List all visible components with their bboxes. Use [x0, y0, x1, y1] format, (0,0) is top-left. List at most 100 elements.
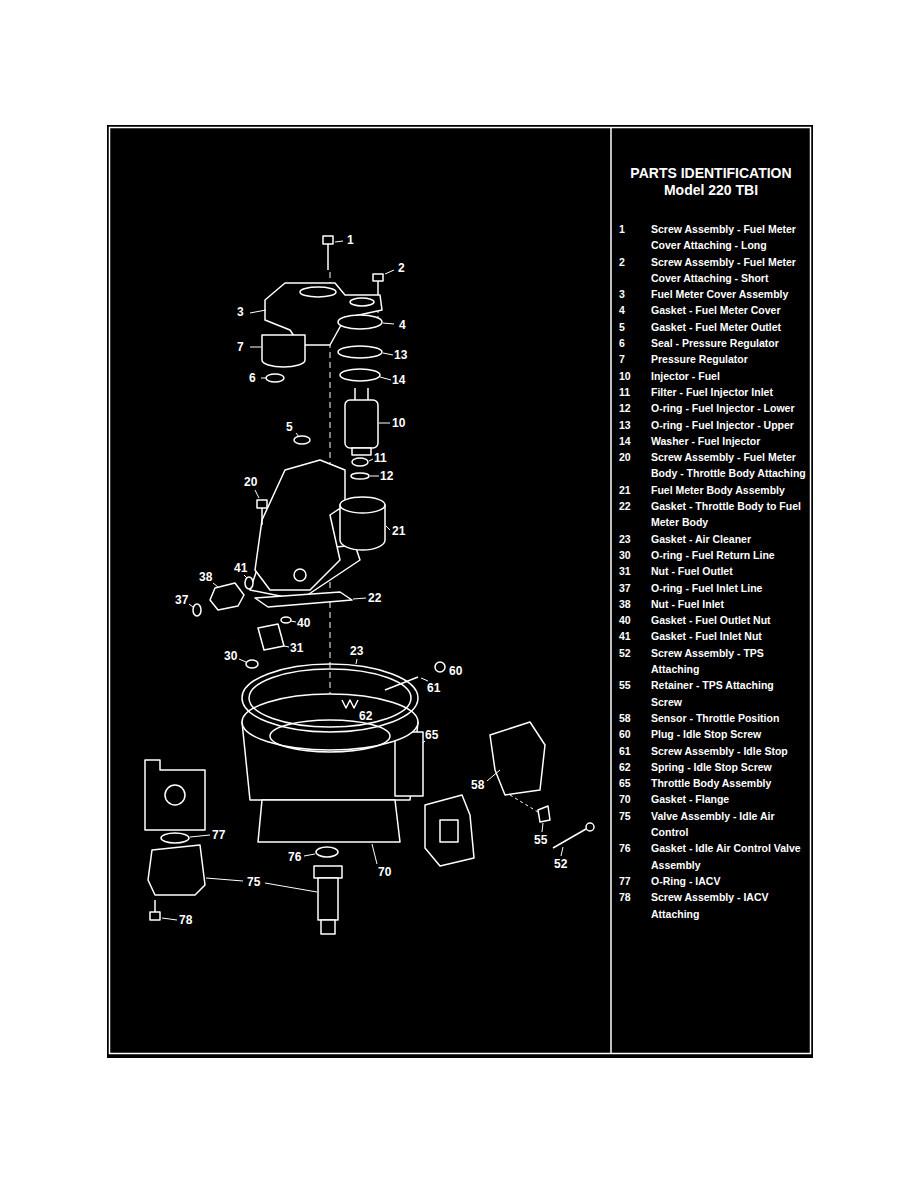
- idle-air-control-valve: [318, 878, 338, 920]
- leader-line: [261, 378, 266, 379]
- list-number: 52: [619, 645, 631, 661]
- list-number: 3: [619, 286, 625, 302]
- air-cleaner-gasket: [249, 669, 411, 727]
- part-name: O-ring - Fuel Inlet Line: [651, 580, 807, 596]
- part-name: Screw Assembly - Fuel Meter Cover Attach…: [651, 254, 807, 287]
- part-name: Gasket - Air Cleaner: [651, 531, 807, 547]
- pressure-regulator: [262, 335, 305, 367]
- part-name: Gasket - Flange: [651, 791, 807, 807]
- retainer: [538, 806, 550, 822]
- list-number: 12: [619, 400, 631, 416]
- gasket: [338, 315, 382, 329]
- list-number: 21: [619, 482, 631, 498]
- callout-number: 62: [359, 709, 372, 723]
- list-number: 10: [619, 368, 631, 384]
- outlet-nut: [258, 624, 284, 650]
- list-number: 22: [619, 498, 631, 514]
- callout-number: 23: [350, 644, 363, 658]
- part-name: O-Ring - IACV: [651, 873, 807, 889]
- panel-divider: [610, 128, 612, 1053]
- spring: [342, 700, 358, 708]
- callout-number: 12: [380, 469, 393, 483]
- list-number: 38: [619, 596, 631, 612]
- o-ring: [193, 604, 201, 616]
- part-name: O-ring - Fuel Injector - Lower: [651, 400, 807, 416]
- o-ring: [161, 833, 189, 843]
- part-name: Pressure Regulator: [651, 351, 807, 367]
- center-line: [510, 795, 538, 812]
- leader-line: [370, 476, 379, 477]
- gasket: [294, 436, 310, 444]
- callout-number: 1: [347, 233, 354, 247]
- list-number: 14: [619, 433, 631, 449]
- screw-shaft: [553, 829, 586, 848]
- part-name: Gasket - Fuel Meter Outlet: [651, 319, 807, 335]
- list-number: 70: [619, 791, 631, 807]
- screw-shaft: [327, 244, 329, 270]
- part-name: Gasket - Fuel Meter Cover: [651, 302, 807, 318]
- callout-number: 61: [427, 681, 440, 695]
- leader-line: [239, 659, 246, 662]
- leader-line: [561, 847, 563, 856]
- callout-number: 65: [425, 728, 438, 742]
- leader-line: [383, 323, 394, 324]
- list-number: 55: [619, 677, 631, 693]
- leader-line: [213, 583, 218, 587]
- leader-line: [353, 598, 366, 599]
- list-number: 23: [619, 531, 631, 547]
- panel-ground: [107, 125, 813, 1058]
- list-number: 62: [619, 759, 631, 775]
- leader-line: [487, 770, 500, 781]
- leader-line: [304, 854, 315, 856]
- panel-frame: [110, 128, 811, 1054]
- list-number: 7: [619, 351, 625, 367]
- part-name: Screw Assembly - Fuel Meter Cover Attach…: [651, 221, 807, 254]
- leader-line: [162, 918, 177, 920]
- inlet-nut: [210, 583, 244, 610]
- leader-line: [386, 526, 390, 530]
- injector-terminal: [367, 388, 369, 400]
- part-name: Nut - Fuel Inlet: [651, 596, 807, 612]
- list-number: 40: [619, 612, 631, 628]
- part-name: O-ring - Fuel Injector - Upper: [651, 417, 807, 433]
- callout-number: 7: [237, 340, 244, 354]
- list-number: 60: [619, 726, 631, 742]
- callout-number: 21: [392, 524, 405, 538]
- regulator-seal: [266, 374, 284, 382]
- list-number: 4: [619, 302, 625, 318]
- leader-line: [250, 310, 266, 313]
- part-name: Sensor - Throttle Position: [651, 710, 807, 726]
- leader-line: [385, 270, 394, 274]
- screw-head: [586, 823, 594, 831]
- injector-nozzle: [352, 448, 371, 455]
- o-ring: [246, 660, 258, 668]
- valve-connector: [321, 920, 335, 934]
- callout-number: 30: [224, 649, 237, 663]
- list-number: 11: [619, 384, 630, 400]
- part-name: Screw Assembly - IACV Attaching: [651, 889, 807, 922]
- gasket: [245, 577, 253, 589]
- list-number: 41: [619, 628, 631, 644]
- injector-terminal: [354, 388, 356, 400]
- part-name: Washer - Fuel Injector: [651, 433, 807, 449]
- part-name: Spring - Idle Stop Screw: [651, 759, 807, 775]
- callout-number: 58: [471, 778, 484, 792]
- callout-number: 14: [392, 373, 405, 387]
- leader-line: [255, 490, 259, 498]
- part-name: Screw Assembly - Fuel Meter Body - Throt…: [651, 449, 807, 482]
- screw-head: [257, 500, 267, 508]
- throttle-plate: [270, 720, 390, 752]
- leader-line: [356, 659, 357, 664]
- cover-hole: [350, 298, 374, 306]
- list-number: 13: [619, 417, 631, 433]
- leader-line: [189, 604, 193, 607]
- part-name: Nut - Fuel Outlet: [651, 563, 807, 579]
- callout-number: 60: [449, 664, 462, 678]
- callout-number: 77: [212, 828, 225, 842]
- leader-line: [296, 433, 299, 437]
- callout-number: 75: [247, 875, 260, 889]
- leader-line: [383, 353, 393, 355]
- callout-number: 40: [297, 616, 310, 630]
- callout-number: 11: [374, 451, 387, 465]
- cover-hole: [300, 287, 336, 297]
